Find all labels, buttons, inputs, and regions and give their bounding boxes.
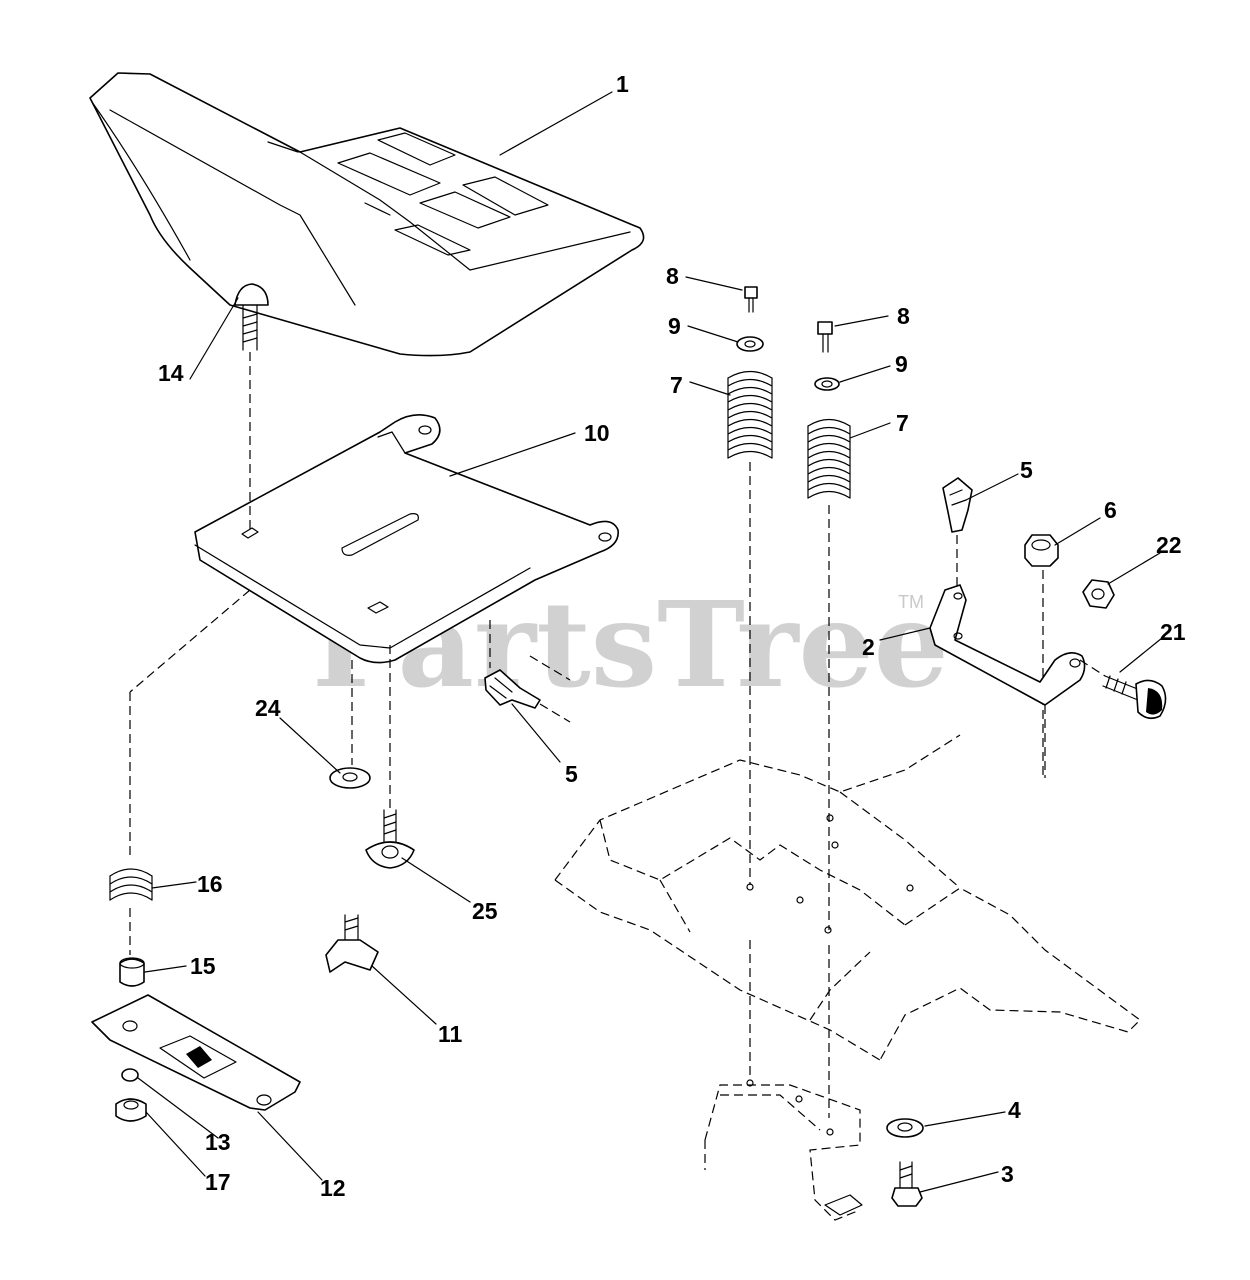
part-carriage-bolt: [234, 283, 269, 530]
callout-5: 5: [565, 761, 578, 787]
callout-21: 21: [1160, 619, 1186, 645]
leader-lines: [137, 91, 1163, 1193]
part-bracket: [929, 584, 1086, 778]
part-bolt-25: [365, 645, 415, 869]
part-flange-nut-17: [115, 1098, 147, 1122]
callout-8: 8: [666, 263, 679, 289]
callout-2: 2: [862, 634, 875, 660]
part-clip-upper: [942, 477, 973, 600]
callout-1: 1: [616, 71, 629, 97]
callout-8: 8: [897, 303, 910, 329]
tractor-frame-hidden: [554, 734, 1141, 1118]
callout-7: 7: [896, 410, 909, 436]
callout-9: 9: [668, 313, 681, 339]
callout-16: 16: [197, 871, 223, 897]
part-washer-4: [886, 1118, 924, 1138]
part-spacer: [119, 957, 145, 987]
callout-13: 13: [205, 1129, 231, 1155]
part-nut: [1024, 534, 1059, 780]
part-seat: [89, 72, 645, 357]
part-bolt-3: [891, 1161, 923, 1207]
callout-12: 12: [320, 1175, 346, 1201]
part-spring-stack-left: [727, 286, 773, 885]
spring-left: [727, 370, 773, 459]
lower-mount-bracket: [704, 1079, 863, 1221]
callout-24: 24: [255, 695, 281, 721]
callout-5: 5: [1020, 457, 1033, 483]
callout-11: 11: [438, 1021, 463, 1047]
part-spring-stack-right: [807, 321, 851, 930]
spring-right: [807, 418, 851, 499]
part-nut-13: [121, 1068, 139, 1082]
part-seat-pan: [194, 414, 619, 664]
part-spring-16: [109, 589, 251, 955]
callout-17: 17: [205, 1169, 231, 1195]
callout-22: 22: [1156, 532, 1182, 558]
callout-3: 3: [1001, 1161, 1014, 1187]
part-shoulder-bolt: [1079, 659, 1167, 720]
callout-10: 10: [584, 420, 610, 446]
callout-6: 6: [1104, 497, 1117, 523]
part-clip-lower: [484, 620, 571, 723]
part-locknut: [1082, 579, 1115, 609]
part-slide-plate: [91, 994, 301, 1111]
callout-15: 15: [190, 953, 216, 979]
watermark-trademark: TM: [898, 592, 924, 612]
callout-7: 7: [670, 372, 683, 398]
callout-14: 14: [158, 360, 184, 386]
callout-labels: 1 8 8 9 9 7 7 14 10 5 6 22 2 21 24 5 16 …: [158, 71, 1186, 1201]
callout-4: 4: [1008, 1097, 1021, 1123]
callout-9: 9: [895, 351, 908, 377]
callout-25: 25: [472, 898, 498, 924]
part-knob: [325, 914, 379, 973]
